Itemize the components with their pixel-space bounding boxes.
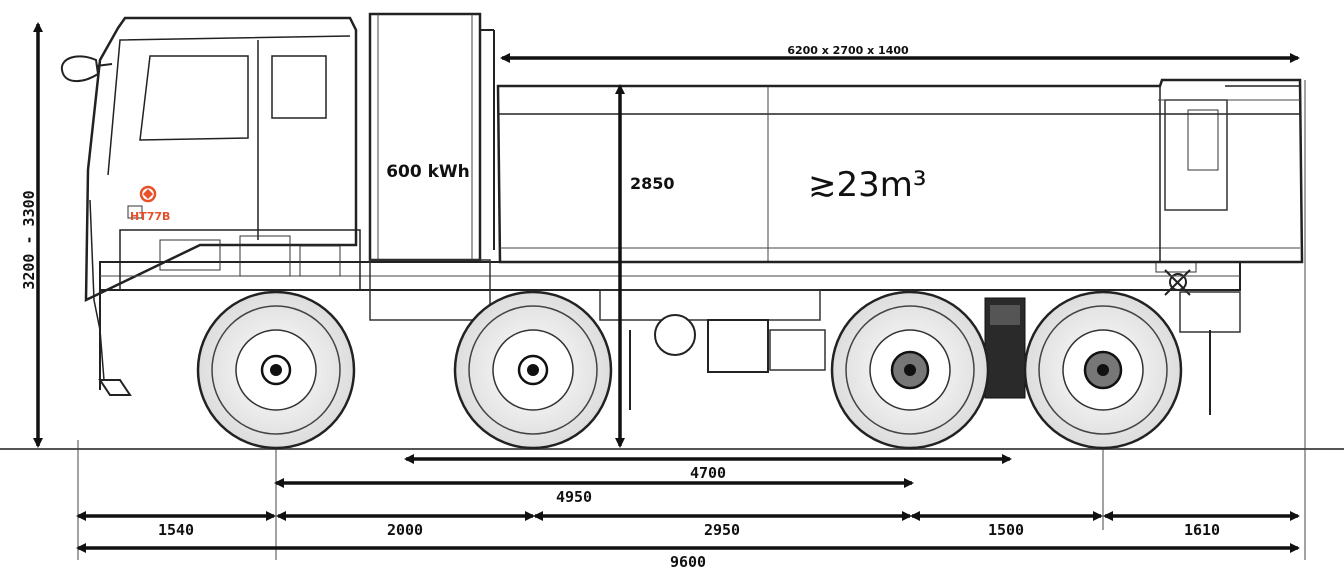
body-dims-label: 6200 x 2700 x 1400 — [787, 44, 909, 57]
brand-logo: HT77B — [130, 185, 170, 223]
segment-label-5: 1610 — [1184, 521, 1220, 539]
volume-label: ≳23m³ — [808, 165, 927, 205]
segment-label-1: 1540 — [158, 521, 194, 539]
logo-mark-icon — [139, 185, 157, 203]
logo-text: HT77B — [130, 210, 170, 223]
body-height-label: 2850 — [630, 174, 675, 193]
segment-label-2: 2000 — [387, 521, 423, 539]
dimension-4950-label: 4950 — [556, 488, 592, 506]
wheel-3 — [830, 290, 990, 450]
segment-label-3: 2950 — [704, 521, 740, 539]
dimension-4700-label: 4700 — [690, 464, 726, 482]
chassis — [98, 229, 1241, 415]
segment-label-4: 1500 — [988, 521, 1024, 539]
truck-drawing: HT77B — [60, 12, 1304, 450]
wheel-1 — [196, 290, 356, 450]
truck-cab — [60, 16, 358, 381]
battery-capacity-label: 600 kWh — [386, 162, 470, 182]
total-length-label: 9600 — [670, 553, 706, 571]
wheel-2 — [453, 290, 613, 450]
wheel-4 — [1023, 290, 1183, 450]
total-height-label: 3200 - 3300 — [20, 190, 38, 289]
battery-pack — [368, 12, 495, 262]
